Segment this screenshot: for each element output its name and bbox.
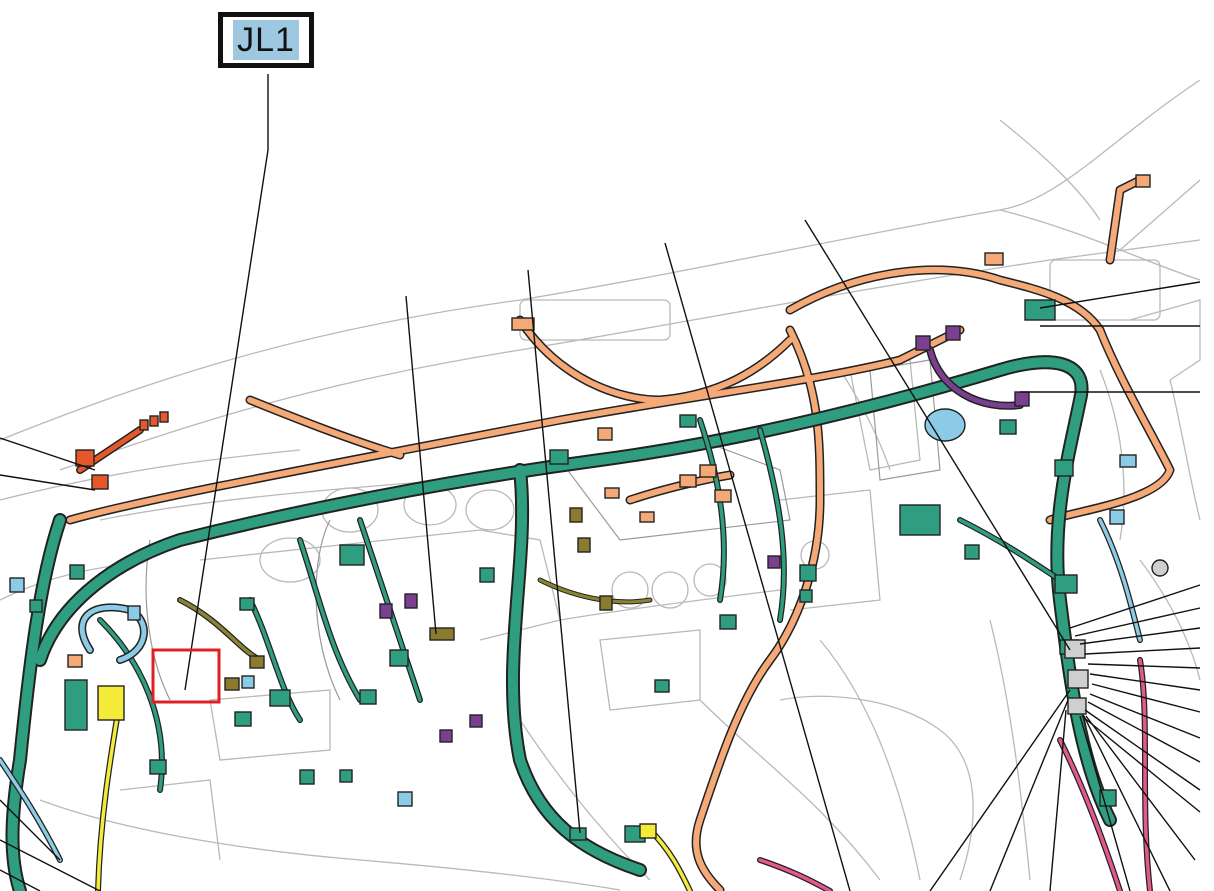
connector-icon [339,544,365,566]
harness-yellow [95,697,693,891]
connector-icon [149,415,159,427]
connector-icon [597,427,613,441]
connector-icon [719,614,737,630]
highlight-box [151,648,221,704]
connector-icon [139,419,149,431]
connector-icon [714,489,732,503]
connector-icon [1064,639,1086,659]
connector-icon [1024,299,1056,321]
connector-icon [679,414,697,428]
connector-icon [359,689,377,705]
connector-icon [397,791,413,807]
connector-icon [239,597,255,611]
connector-icon [1014,391,1030,407]
connector-icon [149,759,167,775]
connector-icon [69,564,85,580]
dashboard-outline [0,79,1201,891]
leader-lines [0,74,1201,891]
blue-component-icon [924,408,966,442]
connector-icon [67,654,83,668]
connector-icon [1067,697,1087,715]
connector-icon [577,537,591,553]
connector-icon [679,474,697,488]
connector-icon [799,564,817,582]
connector-icon [159,411,169,423]
connector-icon [945,325,961,341]
connector-icon [469,714,483,728]
connector-icon [97,685,125,721]
connector-icon [429,627,455,641]
connector-icon [241,675,255,689]
connector-icon [127,605,141,621]
connector-icon [1067,669,1089,689]
connector-icon [339,769,353,783]
jl1-callout: JL1 [218,12,314,68]
connector-icon [799,589,813,603]
connector-icon [234,711,252,727]
connector-icon [767,555,781,569]
connector-icon [1054,574,1078,594]
connector-icon [75,449,95,467]
harness-olive [177,577,653,663]
connector-icon [479,567,495,583]
connector-icon [699,464,717,478]
connector-icon [549,449,569,465]
connector-icon [29,599,43,613]
connector-icon [224,677,240,691]
connector-group [9,174,1169,843]
jl1-label: JL1 [233,20,299,60]
connector-icon [1119,454,1137,468]
connector-icon [569,827,587,841]
connector-icon [64,679,88,731]
connector-icon [379,603,393,619]
connector-icon [654,679,670,693]
connector-icon [9,577,25,593]
connector-icon [899,504,941,536]
connector-icon [599,595,613,611]
connector-icon [1109,509,1125,525]
harness-blue [0,517,1143,863]
connector-icon [389,649,409,667]
jl1-leader-line [184,74,269,691]
connector-icon [299,769,315,785]
connector-icon [639,511,655,523]
connector-icon [404,593,418,609]
connector-icon [604,487,620,499]
harness-pink [757,657,1153,891]
connector-icon [269,689,291,707]
connector-icon [439,729,453,743]
connector-icon [1135,174,1151,188]
connector-icon [999,419,1017,435]
connector-icon [91,474,109,490]
connector-icon [984,252,1004,266]
connector-icon [1054,459,1074,477]
connector-icon [569,507,583,523]
connector-icon [1151,559,1169,577]
connector-icon [249,655,265,669]
connector-icon [639,823,657,839]
connector-icon [511,317,535,331]
connector-icon [964,544,980,560]
connector-icon [915,335,931,351]
harness-purple [926,346,1024,410]
